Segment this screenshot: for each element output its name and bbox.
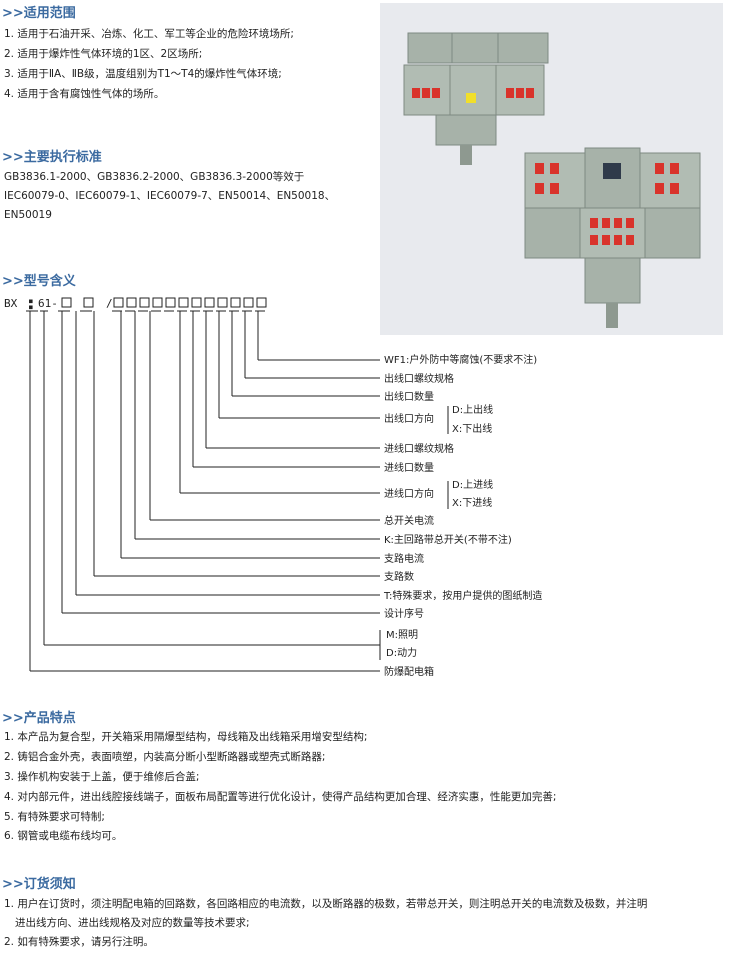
code-box xyxy=(230,297,241,308)
label-in-thread: 进线口螺纹规格 xyxy=(384,442,454,455)
label-branch-count: 支路数 xyxy=(384,570,414,583)
code-box xyxy=(61,297,72,308)
code-box xyxy=(83,297,94,308)
scope-item: 3. 适用于ⅡA、ⅡB级，温度组别为T1～T4的爆炸性气体环境; xyxy=(4,68,282,80)
product-photo xyxy=(380,3,723,335)
ordering-item: 1. 用户在订货时，须注明配电箱的回路数，各回路相应的电流数，以及断路器的极数，… xyxy=(4,898,648,910)
code-box xyxy=(217,297,228,308)
scope-item: 4. 适用于含有腐蚀性气体的场所。 xyxy=(4,88,165,100)
model-code-dot: ■ xyxy=(29,298,33,305)
label-wf1: WF1:户外防中等腐蚀(不要求不注) xyxy=(384,353,537,366)
label-out-count: 出线口数量 xyxy=(384,390,434,403)
label-in-down: X:下进线 xyxy=(452,496,492,509)
code-box xyxy=(165,297,176,308)
leader-lines xyxy=(26,310,380,672)
feature-item: 2. 铸铝合金外壳，表面喷塑，内装高分断小型断路器或塑壳式断路器; xyxy=(4,751,326,763)
label-main-switch: K:主回路带总开关(不带不注) xyxy=(384,533,512,546)
label-explosion-box: 防爆配电箱 xyxy=(384,665,434,678)
feature-item: 4. 对内部元件，进出线腔接线端子，面板布局配置等进行优化设计，使得产品结构更加… xyxy=(4,791,557,803)
label-special: T:特殊要求，按用户提供的图纸制造 xyxy=(383,589,542,602)
label-design-no: 设计序号 xyxy=(384,607,424,620)
code-box xyxy=(113,297,124,308)
model-code-diagram: BX ■ ■ 61- / WF1:户外防中等腐蚀(不要求不注) 出线口螺纹规格 … xyxy=(4,297,542,678)
standards-title: >>主要执行标准 xyxy=(2,150,102,165)
ordering-item: 2. 如有特殊要求，请另行注明。 xyxy=(4,936,154,948)
label-lighting: M:照明 xyxy=(386,629,418,641)
ordering-item: 进出线方向、进出线规格及对应的数量等技术要求; xyxy=(15,917,250,929)
model-code-boxes xyxy=(61,297,267,308)
standards-line: EN50019 xyxy=(4,209,52,221)
standards-line: GB3836.1-2000、GB3836.2-2000、GB3836.3-200… xyxy=(4,171,305,183)
scope-item: 1. 适用于石油开采、冶炼、化工、军工等企业的危险环境场所; xyxy=(4,28,294,40)
scope-item: 2. 适用于爆炸性气体环境的1区、2区场所; xyxy=(4,48,203,60)
feature-item: 6. 钢管或电缆布线均可。 xyxy=(4,830,123,842)
code-box xyxy=(243,297,254,308)
feature-item: 1. 本产品为复合型，开关箱采用隔爆型结构，母线箱及出线箱采用增安型结构; xyxy=(4,731,368,743)
label-in-direction: 进线口方向 xyxy=(384,487,434,500)
label-branch-current: 支路电流 xyxy=(384,552,424,565)
features-title: >>产品特点 xyxy=(2,711,76,726)
code-box xyxy=(204,297,215,308)
code-box xyxy=(256,297,267,308)
code-box xyxy=(126,297,137,308)
model-code-mid: 61- xyxy=(38,297,58,310)
label-in-count: 进线口数量 xyxy=(384,461,434,474)
feature-item: 3. 操作机构安装于上盖，便于维修后合盖; xyxy=(4,771,200,783)
model-code-dot: ■ xyxy=(29,304,33,311)
code-box xyxy=(139,297,150,308)
code-box xyxy=(178,297,189,308)
feature-item: 5. 有特殊要求可特制; xyxy=(4,811,105,823)
code-box xyxy=(191,297,202,308)
code-box xyxy=(152,297,163,308)
label-out-direction: 出线口方向 xyxy=(384,412,434,425)
label-out-thread: 出线口螺纹规格 xyxy=(384,372,454,385)
distribution-box-upper xyxy=(403,32,549,165)
ordering-title: >>订货须知 xyxy=(2,877,76,892)
distribution-box-lower xyxy=(524,147,701,328)
label-main-current: 总开关电流 xyxy=(384,514,434,527)
model-code-slash: / xyxy=(106,297,113,310)
label-power: D:动力 xyxy=(386,646,417,659)
label-out-down: X:下出线 xyxy=(452,422,492,435)
label-out-up: D:上出线 xyxy=(452,403,493,416)
model-title: >>型号含义 xyxy=(2,274,76,289)
model-code-prefix: BX xyxy=(4,297,18,310)
label-in-up: D:上进线 xyxy=(452,478,493,491)
standards-line: IEC60079-0、IEC60079-1、IEC60079-7、EN50014… xyxy=(4,190,336,202)
scope-title: >>适用范围 xyxy=(2,6,76,21)
